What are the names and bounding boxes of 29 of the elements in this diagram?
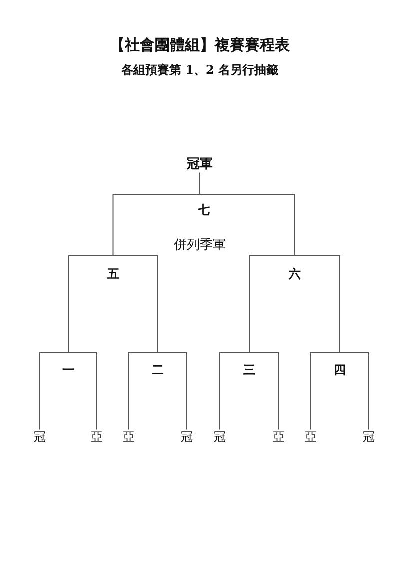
bracket-line: [96, 352, 98, 430]
subtitle-note: 各組預賽第 1、2 名另行抽籤: [121, 62, 279, 78]
bracket-match: 六: [250, 255, 340, 282]
slot-label: 亞: [123, 430, 135, 444]
title: 【社會團體組】複賽賽程表: [110, 36, 290, 54]
bracket-line: [278, 352, 280, 430]
champion-label: 冠軍: [187, 157, 213, 173]
bracket-match: 三: [220, 352, 279, 378]
note-text: 併列季軍: [174, 238, 226, 254]
slot-label: 冠: [363, 430, 375, 444]
slot-label: 亞: [273, 430, 285, 444]
slot-label: 冠: [181, 430, 193, 444]
bracket-match: 二: [129, 352, 187, 378]
bracket-match: 一: [40, 352, 97, 378]
bracket-line: [294, 194, 296, 256]
slot-label: 亞: [91, 430, 103, 444]
bracket-line: [249, 255, 250, 352]
bracket-line: [310, 352, 312, 430]
bracket-line: [368, 352, 370, 430]
bracket-line: [68, 255, 69, 352]
bracket-match: 四: [311, 352, 369, 378]
bracket-match: 七: [113, 194, 295, 218]
bracket-match: 五: [68, 255, 158, 282]
bracket-line: [128, 352, 130, 430]
bracket-line: [186, 352, 188, 430]
slot-label: 亞: [305, 430, 317, 444]
slot-label: 冠: [214, 430, 226, 444]
bracket-line: [112, 194, 114, 256]
slot-label: 冠: [34, 430, 46, 444]
